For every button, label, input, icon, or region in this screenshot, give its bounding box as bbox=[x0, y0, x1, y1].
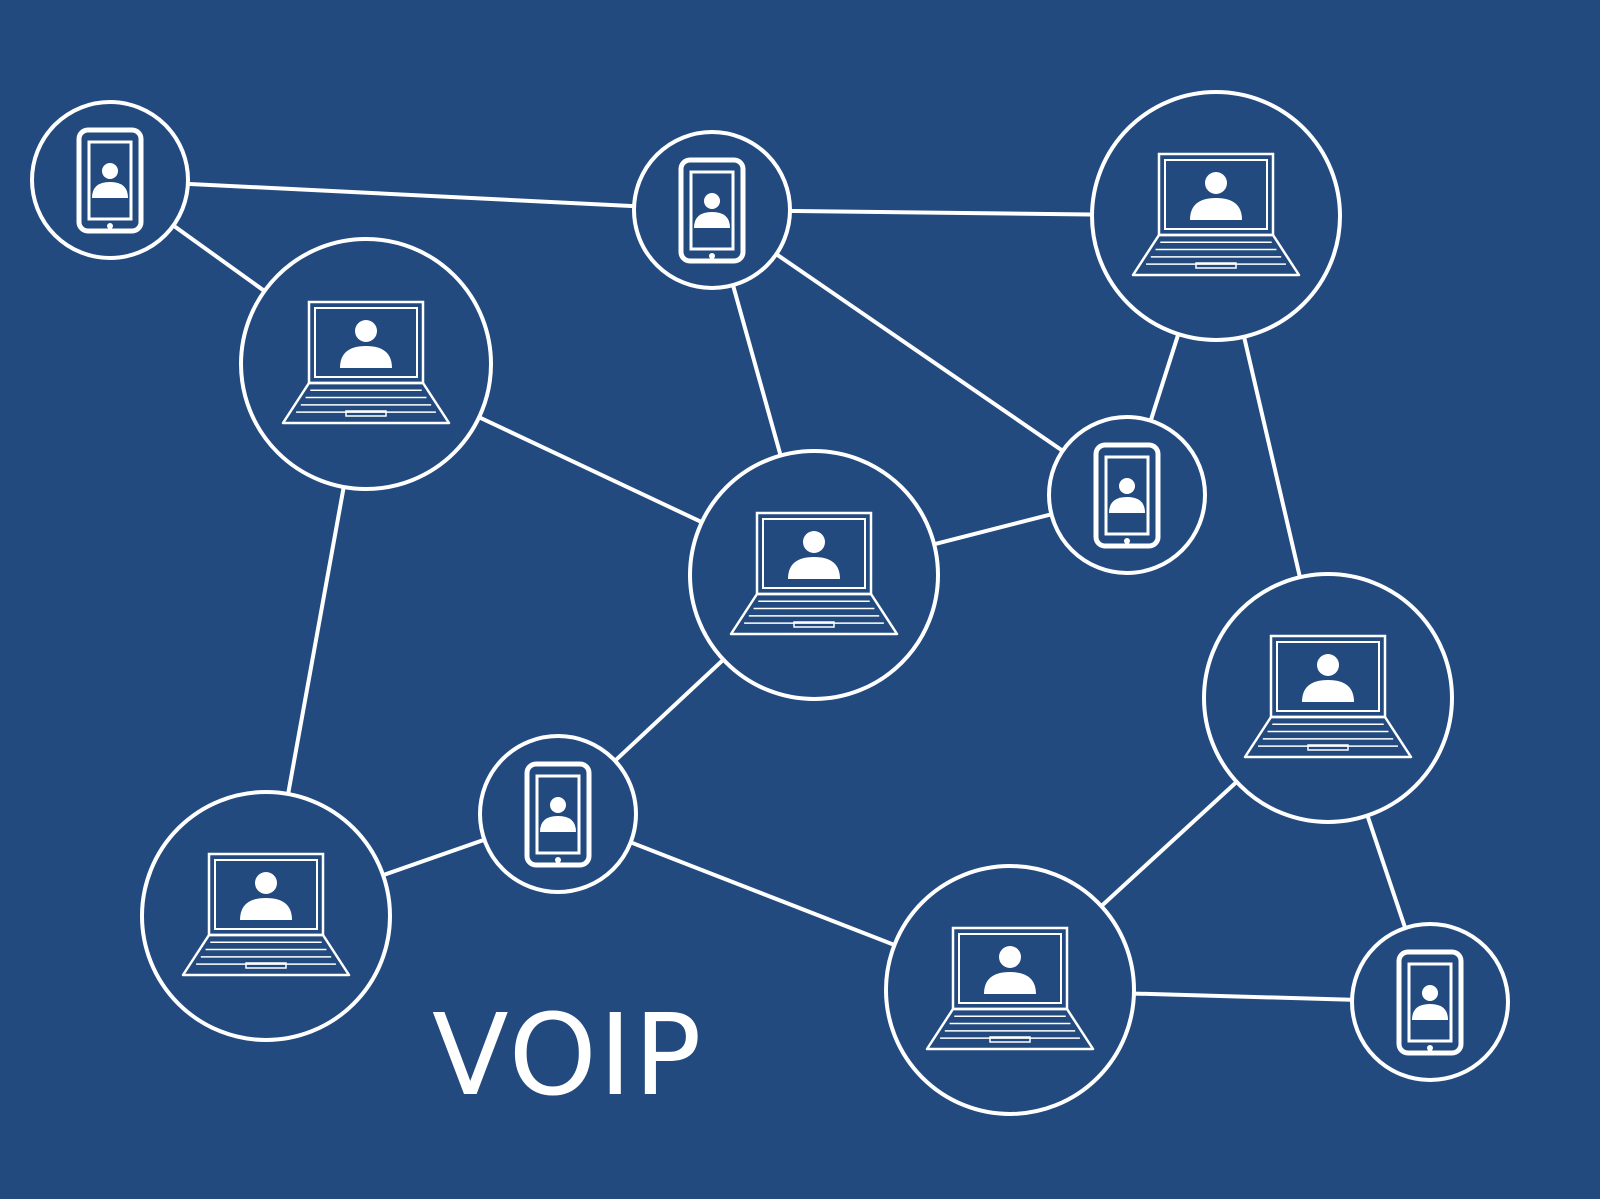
phone-user-icon bbox=[524, 761, 592, 868]
node-phone-3 bbox=[1047, 415, 1207, 575]
laptop-user-icon bbox=[281, 300, 451, 425]
node-phone-2 bbox=[632, 130, 792, 290]
node-laptop-1 bbox=[239, 237, 493, 491]
node-phone-1 bbox=[30, 100, 190, 260]
caption-voip: VOIP bbox=[432, 991, 704, 1121]
node-ring bbox=[1350, 922, 1510, 1082]
node-laptop-3 bbox=[688, 449, 940, 701]
devices-layer bbox=[30, 90, 1510, 1116]
phone-user-icon bbox=[76, 127, 144, 234]
phone-user-icon bbox=[1396, 949, 1464, 1056]
node-ring bbox=[1047, 415, 1207, 575]
node-laptop-5 bbox=[140, 790, 392, 1042]
node-phone-4 bbox=[478, 734, 638, 894]
connection-line bbox=[108, 178, 714, 212]
phone-user-icon bbox=[678, 157, 746, 264]
node-ring bbox=[30, 100, 190, 260]
node-ring bbox=[632, 130, 792, 290]
laptop-user-icon bbox=[729, 511, 899, 636]
node-laptop-6 bbox=[884, 864, 1136, 1116]
laptop-user-icon bbox=[181, 852, 351, 977]
phone-user-icon bbox=[1093, 442, 1161, 549]
node-phone-5 bbox=[1350, 922, 1510, 1082]
node-laptop-2 bbox=[1090, 90, 1342, 342]
laptop-user-icon bbox=[1243, 634, 1413, 759]
connection-line bbox=[710, 208, 1129, 497]
laptop-user-icon bbox=[925, 926, 1095, 1051]
laptop-user-icon bbox=[1131, 152, 1301, 277]
node-ring bbox=[478, 734, 638, 894]
node-laptop-4 bbox=[1202, 572, 1454, 824]
